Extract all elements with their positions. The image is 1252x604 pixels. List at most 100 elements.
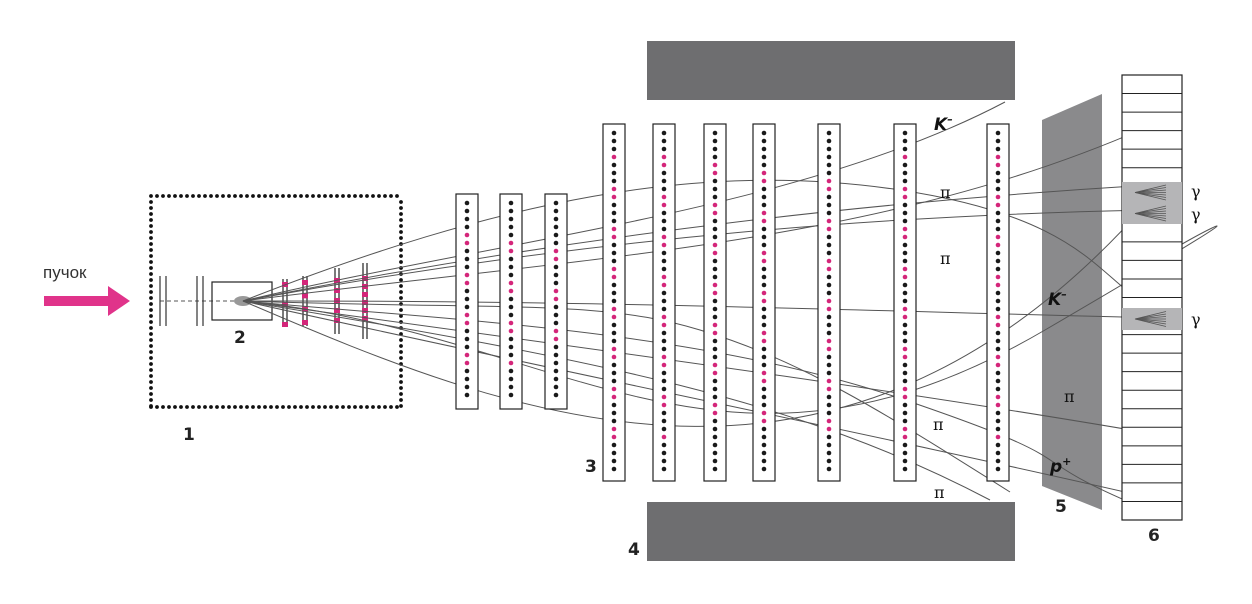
particle-track: [242, 111, 1181, 302]
label-kminus-top: K–: [934, 113, 953, 135]
target-box-dot: [191, 194, 195, 198]
chamber-wire: [611, 130, 617, 136]
chamber-hit: [826, 386, 832, 392]
chamber-wire: [661, 370, 667, 376]
chamber-wire: [611, 410, 617, 416]
chamber-wire: [712, 394, 718, 400]
chamber-hit: [611, 386, 617, 392]
chamber-wire: [902, 146, 908, 152]
chamber-hit: [464, 272, 470, 278]
target-box-dot: [293, 194, 297, 198]
chamber-wire: [553, 264, 559, 270]
chamber-wire: [761, 466, 767, 472]
chamber-wire: [508, 304, 514, 310]
chamber-hit: [761, 370, 767, 376]
chamber-wire: [995, 378, 1001, 384]
chamber-wire: [661, 290, 667, 296]
wire-chamber: [652, 123, 676, 482]
calorimeter-6: [1121, 74, 1183, 521]
chamber-wire: [995, 146, 1001, 152]
chamber-wire: [902, 450, 908, 456]
chamber-wire: [761, 282, 767, 288]
chamber-wire: [826, 354, 832, 360]
chamber-wire: [902, 162, 908, 168]
chamber-wire: [464, 208, 470, 214]
chamber-hit: [712, 250, 718, 256]
chamber-hit: [661, 274, 667, 280]
chamber-wire: [508, 216, 514, 222]
target-box-dot: [233, 405, 237, 409]
chamber-wire: [661, 410, 667, 416]
chamber-hit: [508, 248, 514, 254]
chamber-wire: [902, 378, 908, 384]
chamber-hit: [464, 360, 470, 366]
chamber-wire: [826, 162, 832, 168]
chamber-wire: [508, 392, 514, 398]
chamber-wire: [902, 250, 908, 256]
chamber-wire: [995, 338, 1001, 344]
chamber-hit: [902, 266, 908, 272]
chamber-wire: [611, 218, 617, 224]
chamber-wire: [995, 170, 1001, 176]
chamber-hit: [902, 426, 908, 432]
chamber-hit: [611, 186, 617, 192]
target-box-dot: [191, 405, 195, 409]
wire-chambers: [455, 123, 1010, 482]
detector-5: [1042, 94, 1102, 510]
target-box-dot: [359, 405, 363, 409]
chamber-wire: [712, 154, 718, 160]
chamber-hit: [712, 242, 718, 248]
target-box-dot: [329, 405, 333, 409]
chamber-wire: [902, 258, 908, 264]
chamber-wire: [464, 328, 470, 334]
target-box-dot: [149, 326, 153, 330]
chamber-hit: [508, 320, 514, 326]
chamber-wire: [995, 266, 1001, 272]
target-box-dot: [399, 212, 403, 216]
chamber-wire: [661, 130, 667, 136]
chamber-wire: [508, 312, 514, 318]
chamber-wire: [712, 442, 718, 448]
chamber-wire: [826, 370, 832, 376]
chamber-wire: [826, 442, 832, 448]
chamber-wire: [464, 248, 470, 254]
chamber-wire: [611, 282, 617, 288]
chamber-wire: [661, 386, 667, 392]
target-box-dot: [399, 260, 403, 264]
chamber-hit: [508, 240, 514, 246]
vertex-hit: [302, 293, 308, 299]
chamber-wire: [553, 232, 559, 238]
target-box-dot: [179, 405, 183, 409]
chamber-hit: [826, 418, 832, 424]
chamber-wire: [761, 194, 767, 200]
chamber-hit: [995, 162, 1001, 168]
chamber-wire: [995, 178, 1001, 184]
chamber-wire: [712, 450, 718, 456]
chamber-hit: [826, 226, 832, 232]
target-box-dot: [281, 194, 285, 198]
chamber-wire: [826, 314, 832, 320]
label-pi-1: π: [940, 183, 951, 202]
target-box-dot: [275, 405, 279, 409]
particle-track: [242, 300, 1161, 501]
target-box-dot: [399, 206, 403, 210]
chamber-wire: [761, 354, 767, 360]
target-box-dot: [149, 194, 153, 198]
chamber-wire: [761, 226, 767, 232]
target-box-dot: [149, 242, 153, 246]
target-box-dot: [399, 344, 403, 348]
gamma-showers: [1122, 182, 1182, 330]
chamber-wire: [712, 346, 718, 352]
chamber-wire: [712, 234, 718, 240]
chamber-wire: [712, 194, 718, 200]
particle-track: [242, 300, 1161, 516]
chamber-wire: [761, 442, 767, 448]
chamber-wire: [902, 418, 908, 424]
chamber-wire: [995, 218, 1001, 224]
chamber-wire: [826, 130, 832, 136]
target-box-dot: [317, 194, 321, 198]
chamber-wire: [761, 274, 767, 280]
chamber-wire: [464, 384, 470, 390]
chamber-hit: [902, 226, 908, 232]
target-box-dot: [383, 405, 387, 409]
